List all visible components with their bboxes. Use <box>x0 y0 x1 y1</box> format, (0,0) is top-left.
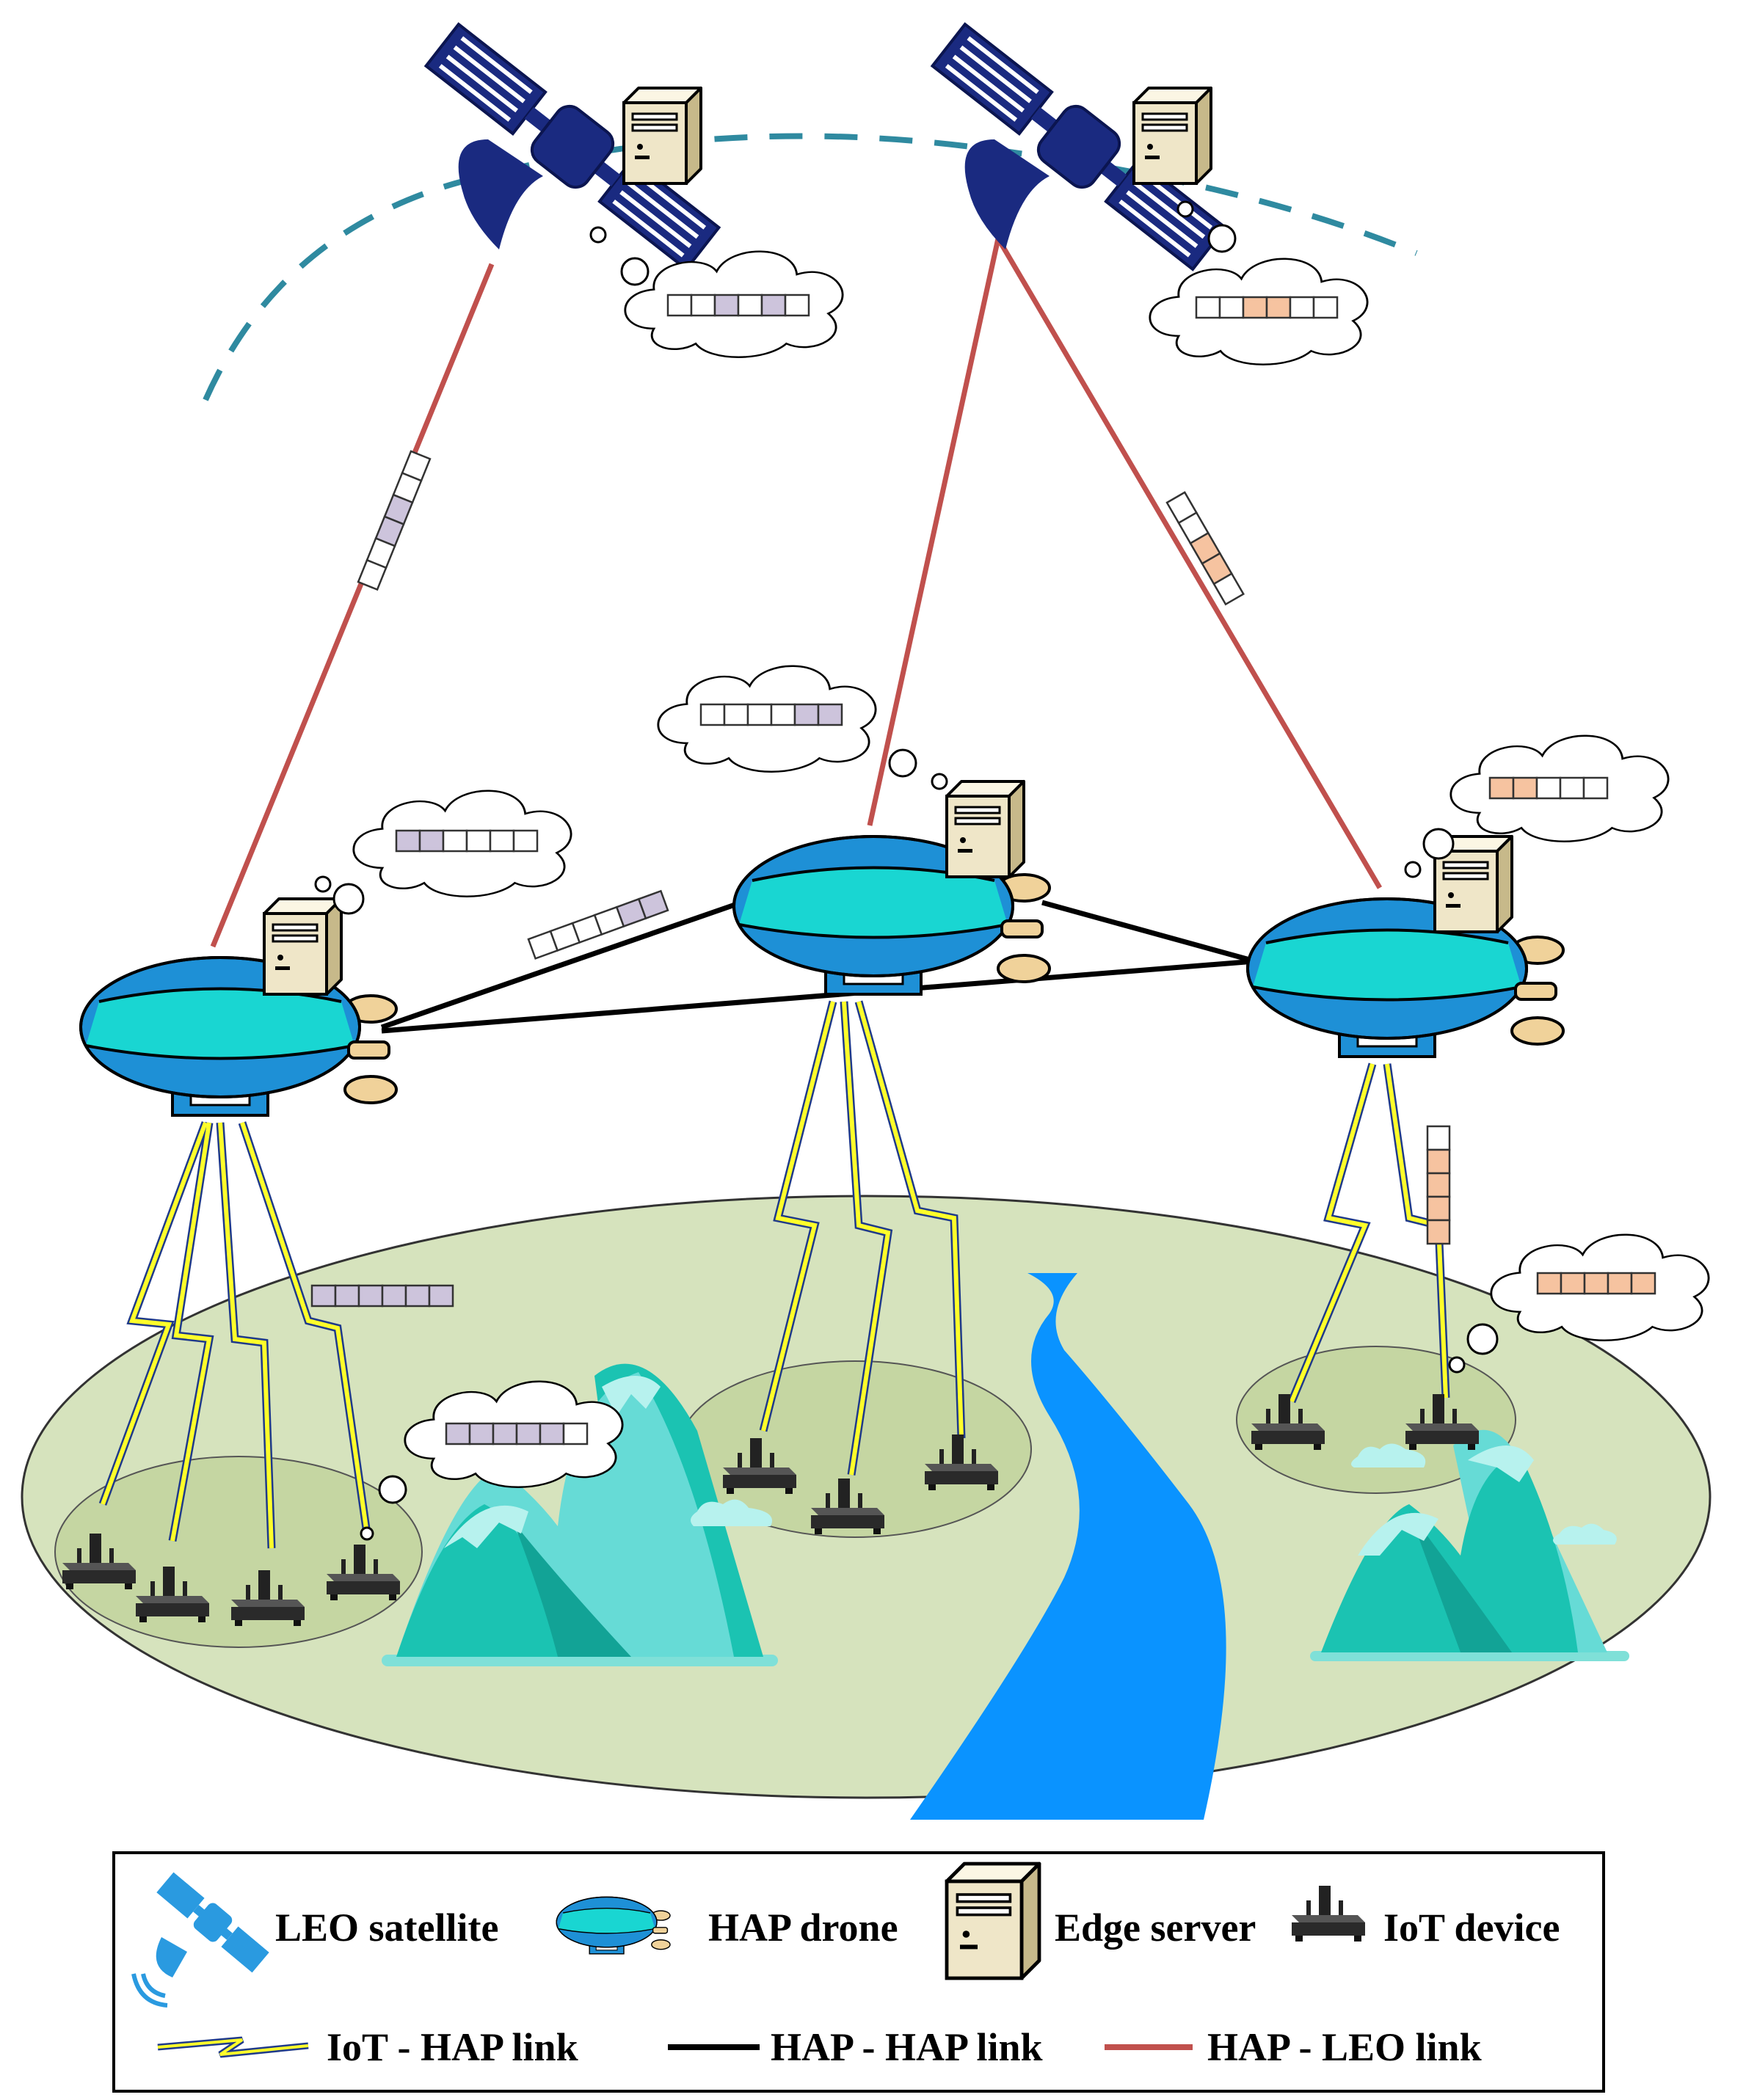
legend-hap-hap-link: HAP - HAP link <box>771 2025 1043 2069</box>
hap-leo-links <box>210 237 1383 948</box>
mountain-left <box>382 1363 778 1666</box>
legend-hap-drone: HAP drone <box>708 1906 898 1950</box>
leo-satellite-left <box>422 19 723 274</box>
hap-hap-links <box>380 900 1256 1034</box>
satellite-icon <box>131 1872 269 2008</box>
river <box>910 1273 1226 1820</box>
legend-hap-leo-link: HAP - LEO link <box>1207 2025 1482 2069</box>
iot-hap-links <box>98 1000 1450 1549</box>
thought-clouds <box>314 200 1710 1541</box>
hap-drone-left <box>79 897 398 1117</box>
leo-orbit <box>203 133 1418 401</box>
lightning-link-icon <box>157 2036 309 2058</box>
legend: LEO satellite HAP drone Edge server IoT … <box>112 1851 1605 2093</box>
legend-edge-server: Edge server <box>1055 1906 1256 1950</box>
legend-leo-satellite: LEO satellite <box>275 1906 498 1950</box>
task-queues <box>310 294 1656 1445</box>
mountain-right <box>1310 1429 1629 1661</box>
hap-drone-middle <box>732 780 1051 996</box>
legend-iot-hap-link: IoT - HAP link <box>327 2025 578 2069</box>
legend-iot-device: IoT device <box>1383 1906 1560 1950</box>
edge-server-icon <box>947 1864 1039 1978</box>
leo-satellite-right <box>928 19 1229 274</box>
